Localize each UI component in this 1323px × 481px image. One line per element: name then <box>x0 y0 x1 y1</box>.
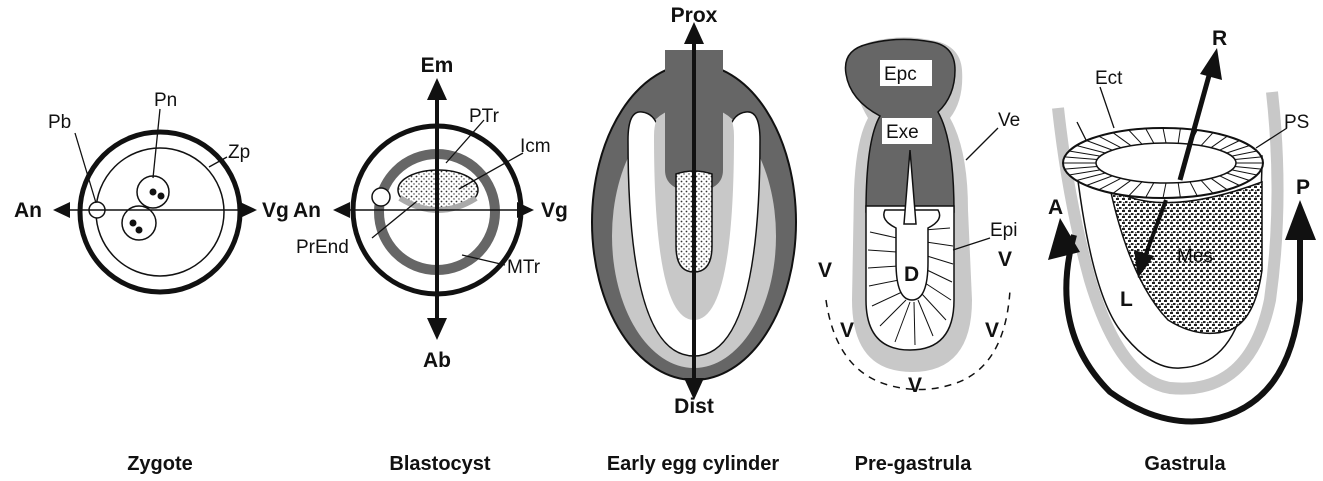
r-arrowhead <box>1200 48 1222 80</box>
pre-gastrula-figure: Epc Exe Ve Epi D V V V V V <box>818 37 1020 397</box>
label-an: An <box>14 199 42 222</box>
label-v-left-top: V <box>818 259 832 282</box>
label-epc: Epc <box>884 64 917 85</box>
label-prend: PrEnd <box>296 237 349 258</box>
em-arrowhead <box>427 78 447 100</box>
label-vg: Vg <box>262 199 289 222</box>
zygote-egg <box>96 148 224 276</box>
gastrula-figure: R Ect PS A P Mes L <box>1048 27 1316 421</box>
label-v-left-mid: V <box>840 319 854 342</box>
gastrula-ring-inner <box>1096 143 1236 183</box>
blast-an-arrowhead <box>333 202 350 218</box>
label-epi: Epi <box>990 220 1017 241</box>
label-d: D <box>904 263 919 286</box>
label-exe: Exe <box>886 122 919 143</box>
label-dist: Dist <box>674 395 714 418</box>
caption-blastocyst: Blastocyst <box>389 453 490 475</box>
label-v-right-top: V <box>998 248 1012 271</box>
label-blast-vg: Vg <box>541 199 568 222</box>
label-pn: Pn <box>154 90 177 111</box>
egg-cylinder-figure: Prox Dist <box>592 4 796 418</box>
label-r: R <box>1212 27 1227 50</box>
label-icm: Icm <box>520 136 551 157</box>
label-p: P <box>1296 176 1310 199</box>
ab-arrowhead <box>427 318 447 340</box>
label-em: Em <box>421 54 454 77</box>
label-prox: Prox <box>671 4 718 27</box>
label-ab: Ab <box>423 349 451 372</box>
label-v-bottom: V <box>908 374 922 397</box>
an-arrowhead <box>53 202 70 218</box>
zygote-figure: Pb Pn Zp An Vg <box>14 90 289 292</box>
p-arrowhead <box>1285 200 1316 240</box>
label-ptr: PTr <box>469 106 500 127</box>
label-mtr: MTr <box>507 257 541 278</box>
label-a: A <box>1048 196 1063 219</box>
caption-pre-gastrula: Pre-gastrula <box>855 453 973 475</box>
vg-arrowhead <box>240 202 257 218</box>
label-mes: Mes <box>1177 246 1213 267</box>
blastocyst-figure: Em PTr Icm An Vg PrEnd MTr Ab <box>293 54 568 372</box>
label-blast-an: An <box>293 199 321 222</box>
label-zp: Zp <box>228 142 250 163</box>
label-l: L <box>1120 288 1133 311</box>
caption-gastrula: Gastrula <box>1144 453 1226 475</box>
pronucleus-lower <box>122 206 156 240</box>
label-ve: Ve <box>998 110 1020 131</box>
label-v-right-mid: V <box>985 319 999 342</box>
blastocyst-polar-body <box>372 188 390 206</box>
blast-vg-arrowhead <box>517 202 534 218</box>
label-ect: Ect <box>1095 68 1123 89</box>
label-ps: PS <box>1284 112 1309 133</box>
caption-egg-cylinder: Early egg cylinder <box>607 453 780 475</box>
label-pb: Pb <box>48 112 71 133</box>
caption-zygote: Zygote <box>127 453 193 475</box>
